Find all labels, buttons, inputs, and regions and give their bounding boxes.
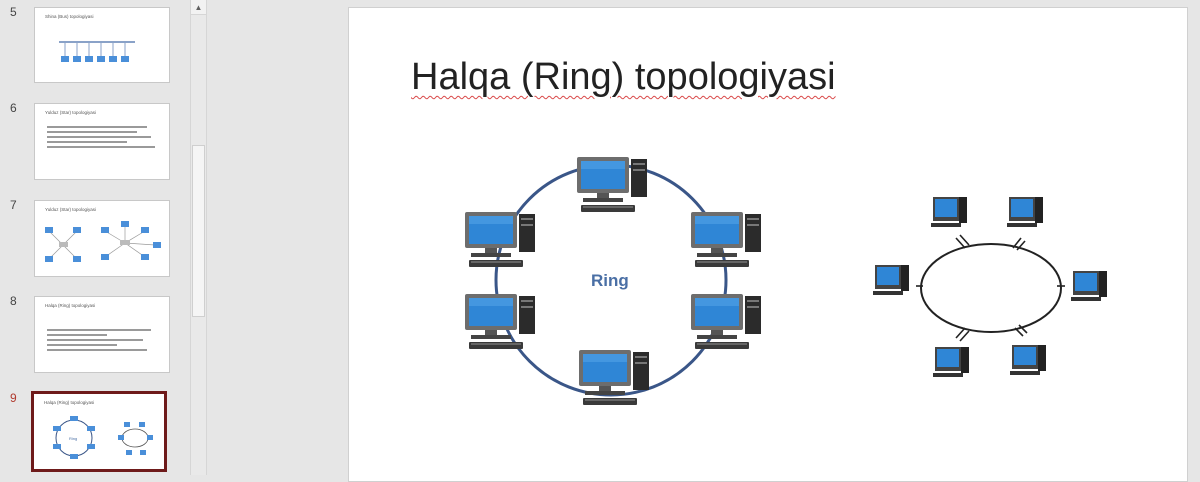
slide-canvas-area: Halqa (Ring) topologiyasi — [207, 0, 1200, 482]
text-line — [47, 146, 155, 148]
oval-ring-diagram — [873, 197, 1107, 377]
text-line — [47, 329, 151, 331]
slide-thumbnail-panel: 5 Shina (Bus) topologiyasi 6 Yulduz (Sta… — [0, 0, 190, 475]
computer-icon — [691, 212, 761, 267]
thumbnail-number: 5 — [10, 5, 17, 19]
scrollbar-thumb[interactable] — [192, 145, 205, 317]
slide-thumbnail-9-selected[interactable]: Halqa (Ring) topologiyasi Ring — [31, 391, 167, 472]
slide-thumbnail-8[interactable]: Halqa (Ring) topologiyasi — [34, 296, 170, 373]
thumbnail-title: Yulduz (Star) topologiyasi — [45, 207, 97, 212]
text-line — [47, 136, 151, 138]
ring-label: Ring — [591, 271, 629, 290]
computer-icon — [1071, 271, 1107, 301]
computer-icon — [931, 197, 967, 227]
computer-icon — [577, 157, 647, 212]
text-line — [47, 334, 107, 336]
text-line — [47, 344, 117, 346]
computer-icon — [873, 265, 909, 295]
thumbnail-number: 7 — [10, 198, 17, 212]
text-line — [47, 126, 147, 128]
computer-icon — [465, 212, 535, 267]
thumbnail-number-active: 9 — [10, 391, 17, 405]
slide-thumbnail-5[interactable]: Shina (Bus) topologiyasi — [34, 7, 170, 83]
thumbnail-scrollbar[interactable]: ▲ — [190, 0, 207, 475]
computer-icon — [933, 347, 969, 377]
slide-title[interactable]: Halqa (Ring) topologiyasi — [411, 56, 836, 98]
thumbnail-title: Yulduz (Star) topologiyasi — [45, 110, 97, 115]
ring-topology-diagram: Ring — [465, 157, 761, 405]
computer-icon — [579, 350, 649, 405]
current-slide[interactable]: Halqa (Ring) topologiyasi — [348, 7, 1188, 482]
ring-topology-preview: Ring — [53, 416, 153, 459]
text-line — [47, 141, 127, 143]
thumbnail-number: 6 — [10, 101, 17, 115]
slide-thumbnail-6[interactable]: Yulduz (Star) topologiyasi — [34, 103, 170, 180]
computer-icon — [1007, 197, 1043, 227]
computer-icon — [465, 294, 535, 349]
scroll-up-button[interactable]: ▲ — [191, 0, 206, 15]
text-line — [47, 339, 143, 341]
slide-thumbnail-7[interactable]: Yulduz (Star) topologiyasi — [34, 200, 170, 277]
computer-icon — [1010, 345, 1046, 375]
computer-icon — [691, 294, 761, 349]
star-topology-preview — [45, 221, 161, 262]
text-line — [47, 349, 147, 351]
thumbnail-number: 8 — [10, 294, 17, 308]
thumbnail-ring-label: Ring — [69, 436, 77, 441]
chevron-up-icon: ▲ — [194, 2, 203, 12]
text-line — [47, 131, 137, 133]
thumbnail-title: Halqa (Ring) topologiyasi — [45, 303, 96, 308]
thumbnail-title: Shina (Bus) topologiyasi — [45, 14, 94, 19]
bus-topology-preview — [59, 41, 135, 62]
thumbnail-title: Halqa (Ring) topologiyasi — [44, 400, 95, 405]
